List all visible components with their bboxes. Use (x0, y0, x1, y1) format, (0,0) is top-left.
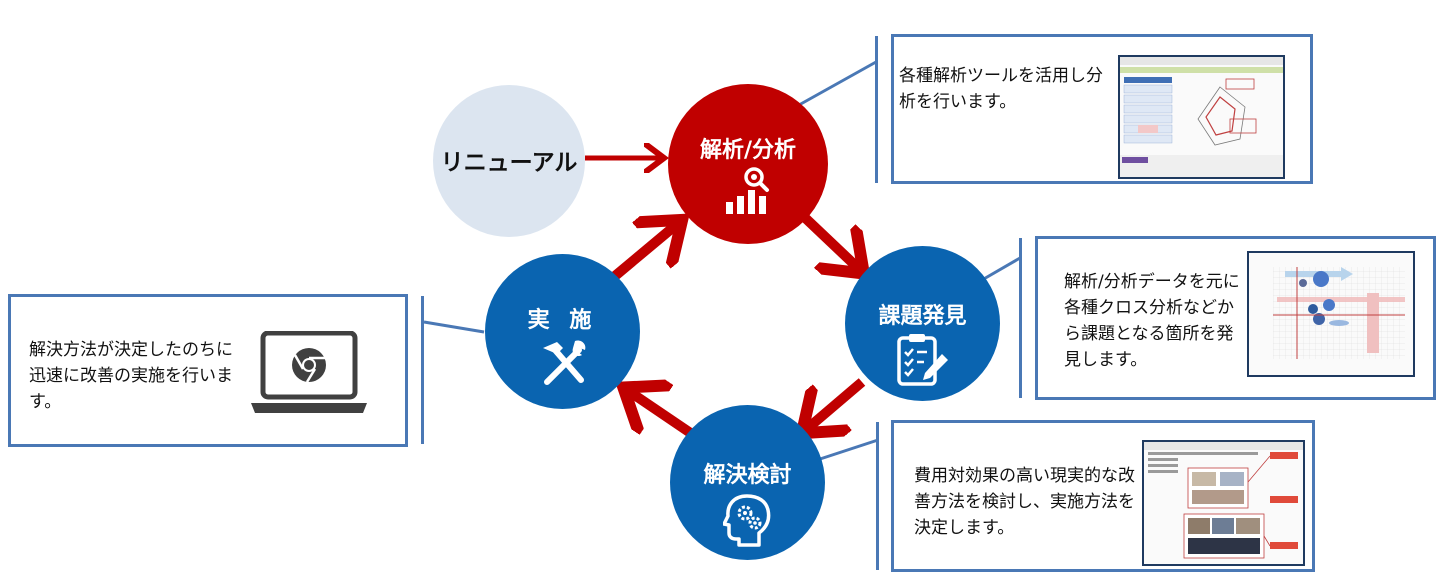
analysis-description: 各種解析ツールを活用し分析を行います。 (899, 66, 1103, 112)
study-description: 費用対効果の高い現実的な改善方法を検討し、実施方法を決定します。 (914, 466, 1135, 538)
analysis-report-thumbnail (1118, 55, 1285, 179)
arrow-analysis-to-issue (796, 209, 858, 268)
node-study: 解決検討 (670, 405, 825, 560)
arrow-implementation-to-analysis (611, 225, 676, 280)
issue-description: 解析/分析データを元に各種クロス分析などから課題となる箇所を発見します。 (1064, 272, 1240, 370)
arrow-issue-to-study (808, 378, 866, 428)
laptop-chrome-icon (251, 331, 367, 413)
node-issue-label: 課題発見 (878, 304, 967, 329)
leader-analysis (789, 60, 877, 112)
leader-issue (981, 256, 1021, 282)
arrow-study-to-implementation (630, 392, 695, 439)
hammer-wrench-icon (542, 340, 585, 385)
node-issue: 課題発見 (845, 246, 1000, 401)
implementation-description: 解決方法が決定したのちに迅速に改善の実施を行います。 (29, 340, 233, 412)
leader-study (816, 438, 879, 462)
box2-accent (1019, 238, 1022, 398)
box3-accent (876, 422, 879, 570)
search-bar-chart-icon (726, 167, 769, 214)
issue-chart-thumbnail (1247, 251, 1415, 377)
node-renewal: リニューアル (433, 85, 585, 237)
node-analysis-label: 解析/分析 (699, 138, 797, 163)
node-study-label: 解決検討 (703, 463, 792, 488)
node-renewal-label: リニューアル (440, 150, 578, 176)
box4-accent (421, 296, 424, 444)
implementation-description-box: 解決方法が決定したのちに迅速に改善の実施を行います。 (8, 294, 408, 447)
clipboard-checklist-icon (896, 334, 948, 386)
node-analysis: 解析/分析 (668, 84, 828, 244)
node-implementation-label: 実 施 (527, 308, 598, 333)
study-proposal-thumbnail (1142, 440, 1305, 566)
issue-description-box: 解析/分析データを元に各種クロス分析などから課題となる箇所を発見します。 (1035, 236, 1436, 400)
node-implementation: 実 施 (485, 254, 640, 409)
analysis-description-box: 各種解析ツールを活用し分析を行います。 (891, 34, 1313, 184)
head-gears-icon (722, 494, 770, 547)
study-description-box: 費用対効果の高い現実的な改善方法を検討し、実施方法を決定します。 (891, 420, 1315, 572)
leader-implementation (423, 320, 485, 334)
box1-accent (875, 36, 878, 183)
